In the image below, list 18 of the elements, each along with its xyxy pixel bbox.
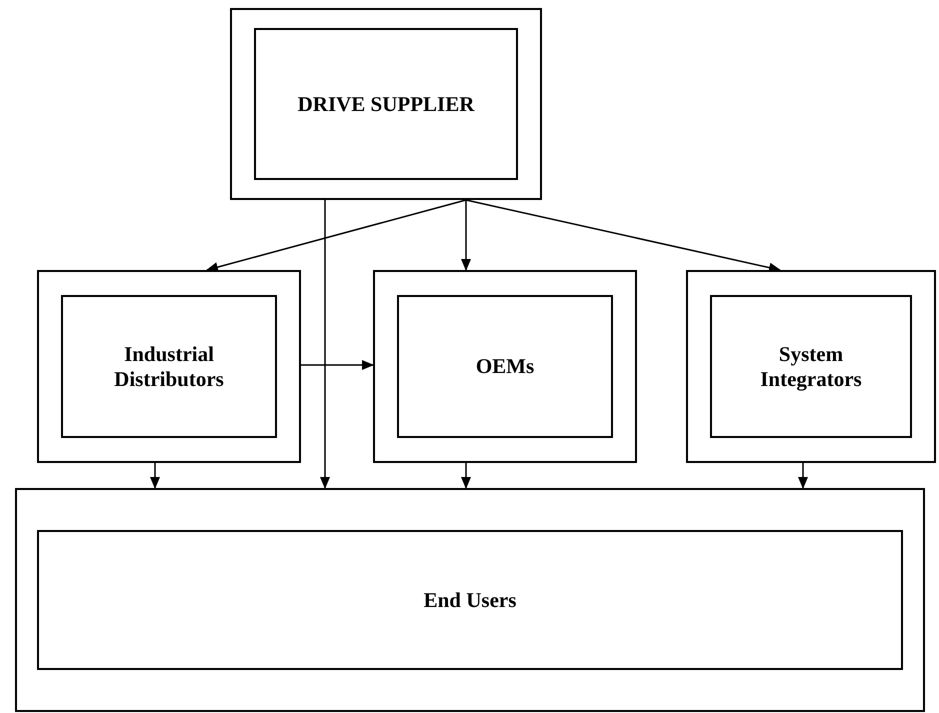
arrow	[461, 200, 471, 271]
arrow	[301, 360, 374, 370]
arrow	[150, 463, 160, 489]
node-label: DRIVE SUPPLIER	[298, 92, 474, 116]
double-frame-box	[15, 488, 925, 712]
node-label: OEMs	[476, 354, 534, 379]
node-label: End Users	[424, 588, 516, 612]
double-frame-box	[686, 270, 936, 463]
double-frame-box	[230, 8, 542, 200]
double-frame-box	[37, 270, 301, 463]
double-frame-box	[373, 270, 637, 463]
arrow	[206, 199, 466, 272]
arrow	[461, 463, 471, 489]
arrow	[320, 200, 330, 489]
node-label: System Integrators	[759, 342, 863, 392]
arrow	[466, 199, 781, 272]
node-label: Industrial Distributors	[113, 342, 225, 392]
arrow	[798, 463, 808, 489]
